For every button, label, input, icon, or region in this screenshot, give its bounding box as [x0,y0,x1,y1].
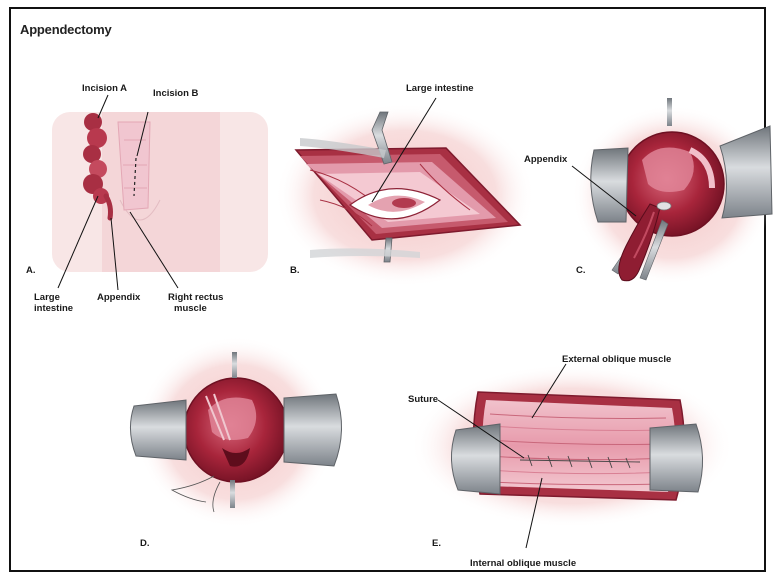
panel-a-label-incision-b: Incision B [153,88,199,99]
panel-b-letter: B. [290,265,300,276]
panel-e-label-suture: Suture [408,394,438,405]
panel-d-letter: D. [140,538,150,549]
panel-e-letter: E. [432,538,441,549]
panel-e-label-external-oblique: External oblique muscle [562,354,671,365]
panel-a-label-large-1: Large [34,292,60,303]
panel-a-label-appendix: Appendix [97,292,141,303]
panel-a-label-rectus-2: muscle [174,303,207,314]
panel-a-rectus-muscle [118,122,150,210]
panel-b-label-large-intestine: Large intestine [406,83,474,94]
panel-c-label-appendix: Appendix [524,154,568,165]
panel-b-surgical-field [275,103,535,287]
panel-a-letter: A. [26,265,36,276]
panel-e-label-internal-oblique: Internal oblique muscle [470,558,576,569]
panel-a-label-large-2: intestine [34,303,73,314]
panel-a-label-incision-a: Incision A [82,83,127,94]
panel-c-letter: C. [576,265,586,276]
panel-a-label-rectus-1: Right rectus [168,292,223,303]
panel-a-torso [52,112,268,272]
